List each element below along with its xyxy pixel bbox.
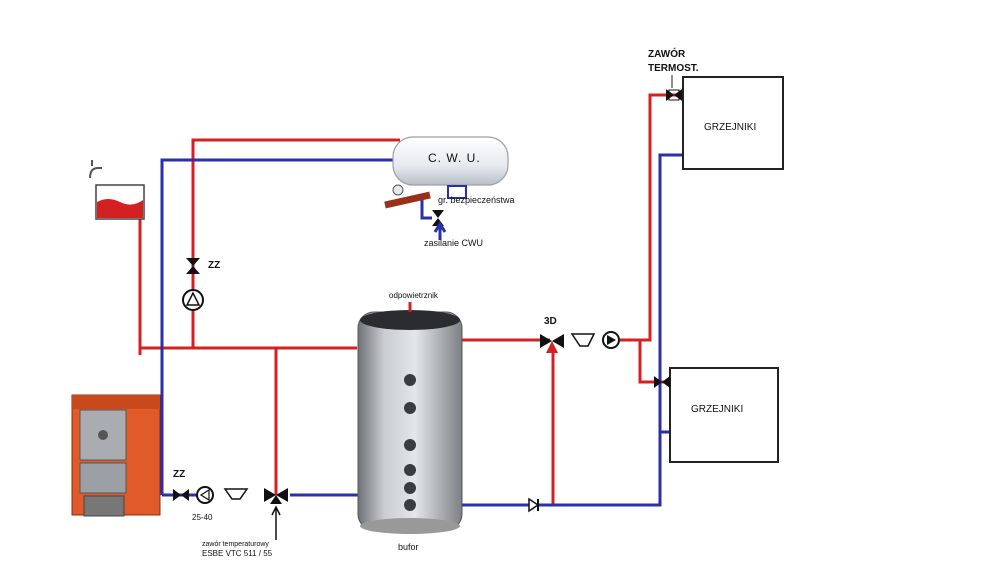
- thermostatic-valve-top: [666, 89, 682, 101]
- cwu-label: C. W. U.: [428, 151, 481, 165]
- safety-group-label: gr. bezpieczeństwa: [438, 195, 515, 205]
- esbe-valve: [264, 488, 288, 504]
- check-valve-return: [528, 497, 540, 513]
- pump-top: [182, 289, 204, 311]
- zz-valve-bottom: [173, 489, 189, 501]
- buffer-tank: [357, 302, 463, 534]
- buffer-label: bufor: [398, 542, 419, 552]
- three-way-valve: [540, 334, 564, 353]
- esbe-label-1: zawór temperaturowy: [202, 541, 269, 548]
- zz-label-bottom: ZZ: [173, 469, 185, 480]
- three-way-valve-label: 3D: [544, 316, 557, 327]
- thermostatic-valve-label-2: TERMOST.: [648, 63, 699, 74]
- filter-right: [570, 333, 596, 347]
- radiator-bottom: [669, 367, 779, 463]
- boiler: [71, 394, 161, 517]
- air-vent-label: odpowietrznik: [389, 291, 439, 300]
- cwu-supply-label: zasilanie CWU: [424, 238, 483, 248]
- pump-model-label: 25-40: [192, 513, 213, 522]
- radiator-bottom-label: GRZEJNIKI: [691, 404, 743, 415]
- filter-bottom: [223, 488, 249, 500]
- radiator-top: [682, 76, 784, 170]
- thermostatic-valve-bottom: [654, 376, 670, 388]
- cwu-supply-valve: [432, 210, 444, 226]
- cwu-tank: C. W. U.: [384, 136, 509, 209]
- esbe-pointer-arrow: [271, 505, 281, 540]
- thermostatic-valve-label-1: ZAWÓR: [648, 47, 686, 60]
- return-pipes: [160, 153, 683, 507]
- expansion-vessel: [89, 160, 145, 220]
- pump-right: [602, 331, 620, 349]
- zz-label-top: ZZ: [208, 260, 220, 271]
- supply-pipes: [138, 93, 683, 505]
- pump-bottom: [196, 486, 214, 504]
- zz-valve-top: [186, 258, 200, 274]
- esbe-label-2: ESBE VTC 511 / 55: [202, 549, 273, 558]
- cwu-inlet-arrow: [433, 221, 447, 240]
- radiator-top-label: GRZEJNIKI: [704, 122, 756, 133]
